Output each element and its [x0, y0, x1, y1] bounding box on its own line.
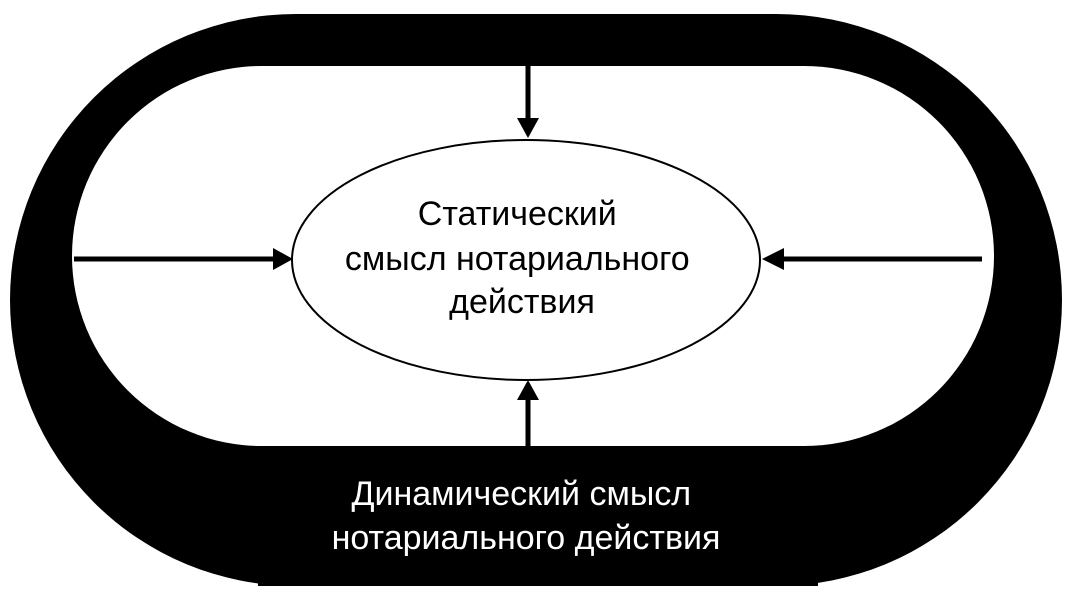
center-label-line-3: действия	[449, 283, 595, 321]
outer-label-line-1: Динамический смысл	[351, 475, 691, 513]
outer-label-line-2: нотариального действия	[332, 519, 721, 557]
arrow-top	[517, 66, 539, 138]
arrow-bottom	[517, 380, 539, 446]
center-label-line-2: смысл нотариального	[345, 240, 690, 278]
arrow-right	[762, 248, 982, 270]
center-label-line-1: Статический	[418, 195, 617, 233]
outer-label: Динамический смысл нотариального действи…	[332, 475, 721, 557]
arrow-left	[74, 248, 293, 270]
center-ellipse	[291, 139, 761, 381]
bottom-band	[258, 446, 818, 586]
center-label: Статический смысл нотариального действия	[345, 195, 699, 321]
